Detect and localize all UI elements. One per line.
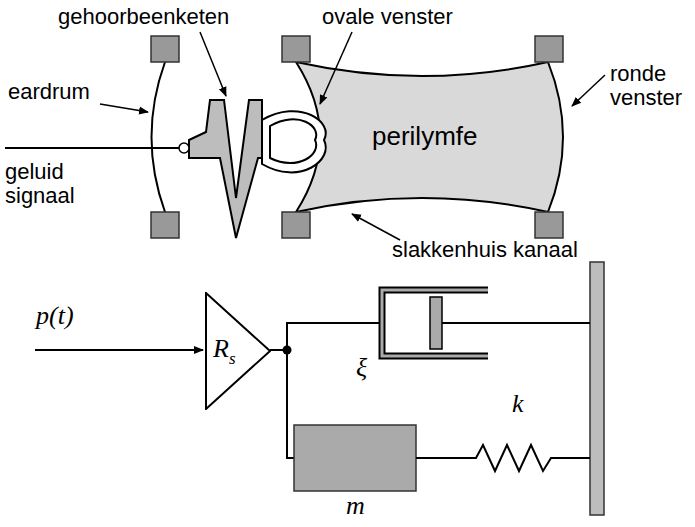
part-label: ovale venster	[322, 5, 453, 29]
damper-symbol-label: ξ	[356, 356, 367, 380]
part-label: eardrum	[8, 80, 90, 104]
amplifier-triangle: Rs	[205, 292, 271, 410]
signal-label: geluid signaal	[5, 160, 85, 208]
signal-label: p(t)	[36, 304, 74, 328]
spring-symbol-label: k	[512, 392, 524, 416]
mass-symbol-label: m	[346, 494, 365, 518]
part-label: ronde venster	[610, 62, 690, 110]
gain-text: Rs	[213, 334, 236, 364]
fluid-label: perilymfe	[372, 124, 477, 148]
gain-subscript: s	[229, 349, 236, 368]
part-label: slakkenhuis kanaal	[392, 238, 578, 262]
gain-symbol: R	[213, 334, 229, 363]
part-label: gehoorbeenketen	[58, 5, 229, 29]
